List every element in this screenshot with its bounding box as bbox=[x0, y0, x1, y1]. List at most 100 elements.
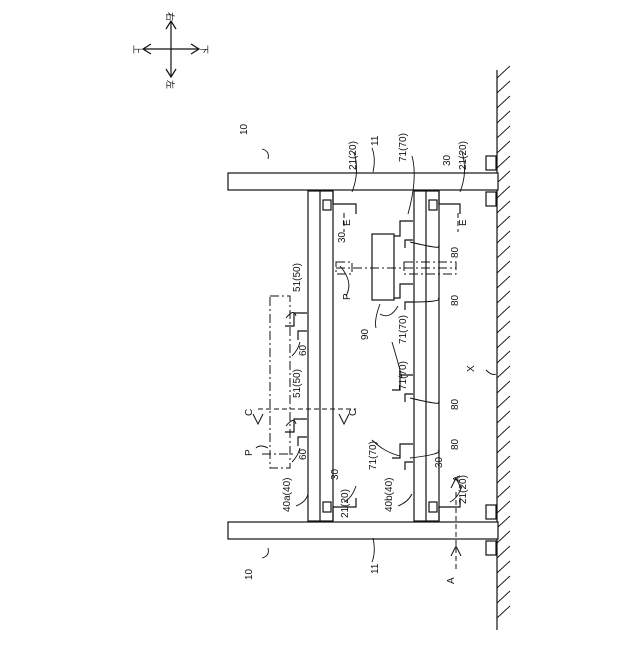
label-30-upper-top: 30 bbox=[337, 231, 348, 243]
floor-hatch-line bbox=[497, 81, 510, 93]
floor-hatch-line bbox=[497, 516, 510, 528]
floor-hatch-line bbox=[497, 96, 510, 108]
floor-hatch-line bbox=[497, 576, 510, 588]
leader-90 bbox=[376, 304, 381, 328]
label-80-c: 80 bbox=[450, 398, 461, 410]
compass-label-bottom: 左 bbox=[165, 80, 176, 89]
label-a-top: A bbox=[452, 475, 463, 482]
floor-hatch-line bbox=[497, 126, 510, 138]
floor-hatch-line bbox=[497, 201, 510, 213]
label-90: 90 bbox=[360, 328, 371, 340]
label-21-upper-bottom: 21(20) bbox=[340, 489, 351, 518]
block-80-b bbox=[405, 302, 413, 310]
floor-hatch-line bbox=[497, 561, 510, 573]
part-90 bbox=[372, 234, 394, 300]
floor-hatch-line bbox=[497, 231, 510, 243]
floor-hatch-line bbox=[497, 531, 510, 543]
floor-hatch-line bbox=[497, 246, 510, 258]
floor-hatch-line bbox=[497, 111, 510, 123]
floor-hatch-line bbox=[497, 321, 510, 333]
clip-60-a bbox=[298, 331, 307, 340]
slot-71-a bbox=[392, 221, 413, 236]
label-11-top: 11 bbox=[370, 135, 381, 146]
label-40b: 40b(40) bbox=[384, 478, 395, 512]
label-30-upper-bottom: 30 bbox=[330, 468, 341, 480]
lower-slots bbox=[392, 221, 413, 470]
leg-bottom bbox=[228, 522, 498, 539]
floor-hatch-line bbox=[497, 156, 510, 168]
label-71-c: 71(70) bbox=[398, 361, 409, 390]
label-51-b: 51(50) bbox=[292, 369, 303, 398]
floor-hatch-line bbox=[497, 276, 510, 288]
floor-hatch-line bbox=[497, 591, 510, 603]
anchor-block bbox=[486, 505, 496, 519]
floor-hatch-line bbox=[497, 306, 510, 318]
compass-label-right: 下 bbox=[199, 45, 209, 54]
floor-hatch-line bbox=[497, 381, 510, 393]
label-e-lower: E bbox=[458, 219, 469, 226]
compass-label-top: 右 bbox=[165, 12, 176, 21]
leg-top bbox=[228, 173, 498, 190]
floor-hatch-line bbox=[497, 501, 510, 513]
leader-p-lower bbox=[340, 266, 349, 296]
label-10-top: 10 bbox=[239, 123, 250, 135]
label-p-lower: P bbox=[342, 293, 353, 300]
floor-hatch-line bbox=[497, 261, 510, 273]
beam-40b bbox=[414, 191, 427, 521]
anchor-block bbox=[486, 541, 496, 555]
label-71-d: 71(70) bbox=[368, 441, 379, 470]
leader-40b bbox=[398, 494, 412, 506]
label-c-right: C bbox=[348, 409, 359, 416]
slot-71-b bbox=[392, 284, 413, 298]
label-30-lower-bottom: 30 bbox=[434, 456, 445, 468]
block-80-a bbox=[405, 240, 413, 248]
floor-hatch-line bbox=[497, 471, 510, 483]
floor-hatch-line bbox=[497, 486, 510, 498]
floor-hatch-line bbox=[497, 546, 510, 558]
floor-hatch-line bbox=[497, 396, 510, 408]
leader-10-top bbox=[262, 149, 268, 159]
label-40a: 40a(40) bbox=[282, 478, 293, 512]
panel-p-upper bbox=[270, 296, 290, 468]
label-80-d: 80 bbox=[450, 438, 461, 450]
leader-p-upper bbox=[256, 446, 268, 448]
anchor-block bbox=[486, 192, 496, 206]
floor-hatch-line bbox=[497, 291, 510, 303]
bracket-21-upper-top bbox=[333, 191, 356, 214]
floor-hatch-line bbox=[497, 411, 510, 423]
floor-hatching bbox=[497, 66, 510, 618]
slot-71-d bbox=[392, 444, 413, 458]
leader-40a bbox=[296, 494, 308, 506]
floor-hatch-line bbox=[497, 606, 510, 618]
anchor-block bbox=[486, 156, 496, 170]
label-x: X bbox=[466, 365, 477, 372]
floor bbox=[497, 66, 510, 630]
floor-hatch-line bbox=[497, 351, 510, 363]
label-10-bottom: 10 bbox=[244, 568, 255, 580]
floor-hatch-line bbox=[497, 426, 510, 438]
label-p-upper: P bbox=[244, 449, 255, 456]
floor-hatch-line bbox=[497, 141, 510, 153]
label-e-upper: E bbox=[342, 219, 353, 226]
floor-hatch-line bbox=[497, 216, 510, 228]
label-21-upper-top: 21(20) bbox=[348, 141, 359, 170]
leader-11-top bbox=[372, 148, 374, 172]
label-80-b: 80 bbox=[450, 294, 461, 306]
floor-hatch-line bbox=[497, 66, 510, 78]
label-a-bottom: A bbox=[446, 577, 457, 584]
leader-71-mid bbox=[380, 306, 398, 316]
floor-hatch-line bbox=[497, 366, 510, 378]
label-51-a: 51(50) bbox=[292, 263, 303, 292]
compass-rose bbox=[143, 21, 199, 77]
label-80-a: 80 bbox=[450, 246, 461, 258]
reference-labels: 10 10 11 11 21(20) 21(20) 21(20) 21(20) … bbox=[239, 123, 477, 584]
label-30-lower-top: 30 bbox=[442, 154, 453, 166]
label-11-bottom: 11 bbox=[370, 563, 381, 574]
label-60-b: 60 bbox=[298, 448, 309, 460]
label-71-b: 71(70) bbox=[398, 315, 409, 344]
leader-10-bottom bbox=[262, 548, 268, 558]
floor-hatch-line bbox=[497, 336, 510, 348]
clip-60-b bbox=[298, 437, 307, 446]
label-60-a: 60 bbox=[298, 344, 309, 356]
